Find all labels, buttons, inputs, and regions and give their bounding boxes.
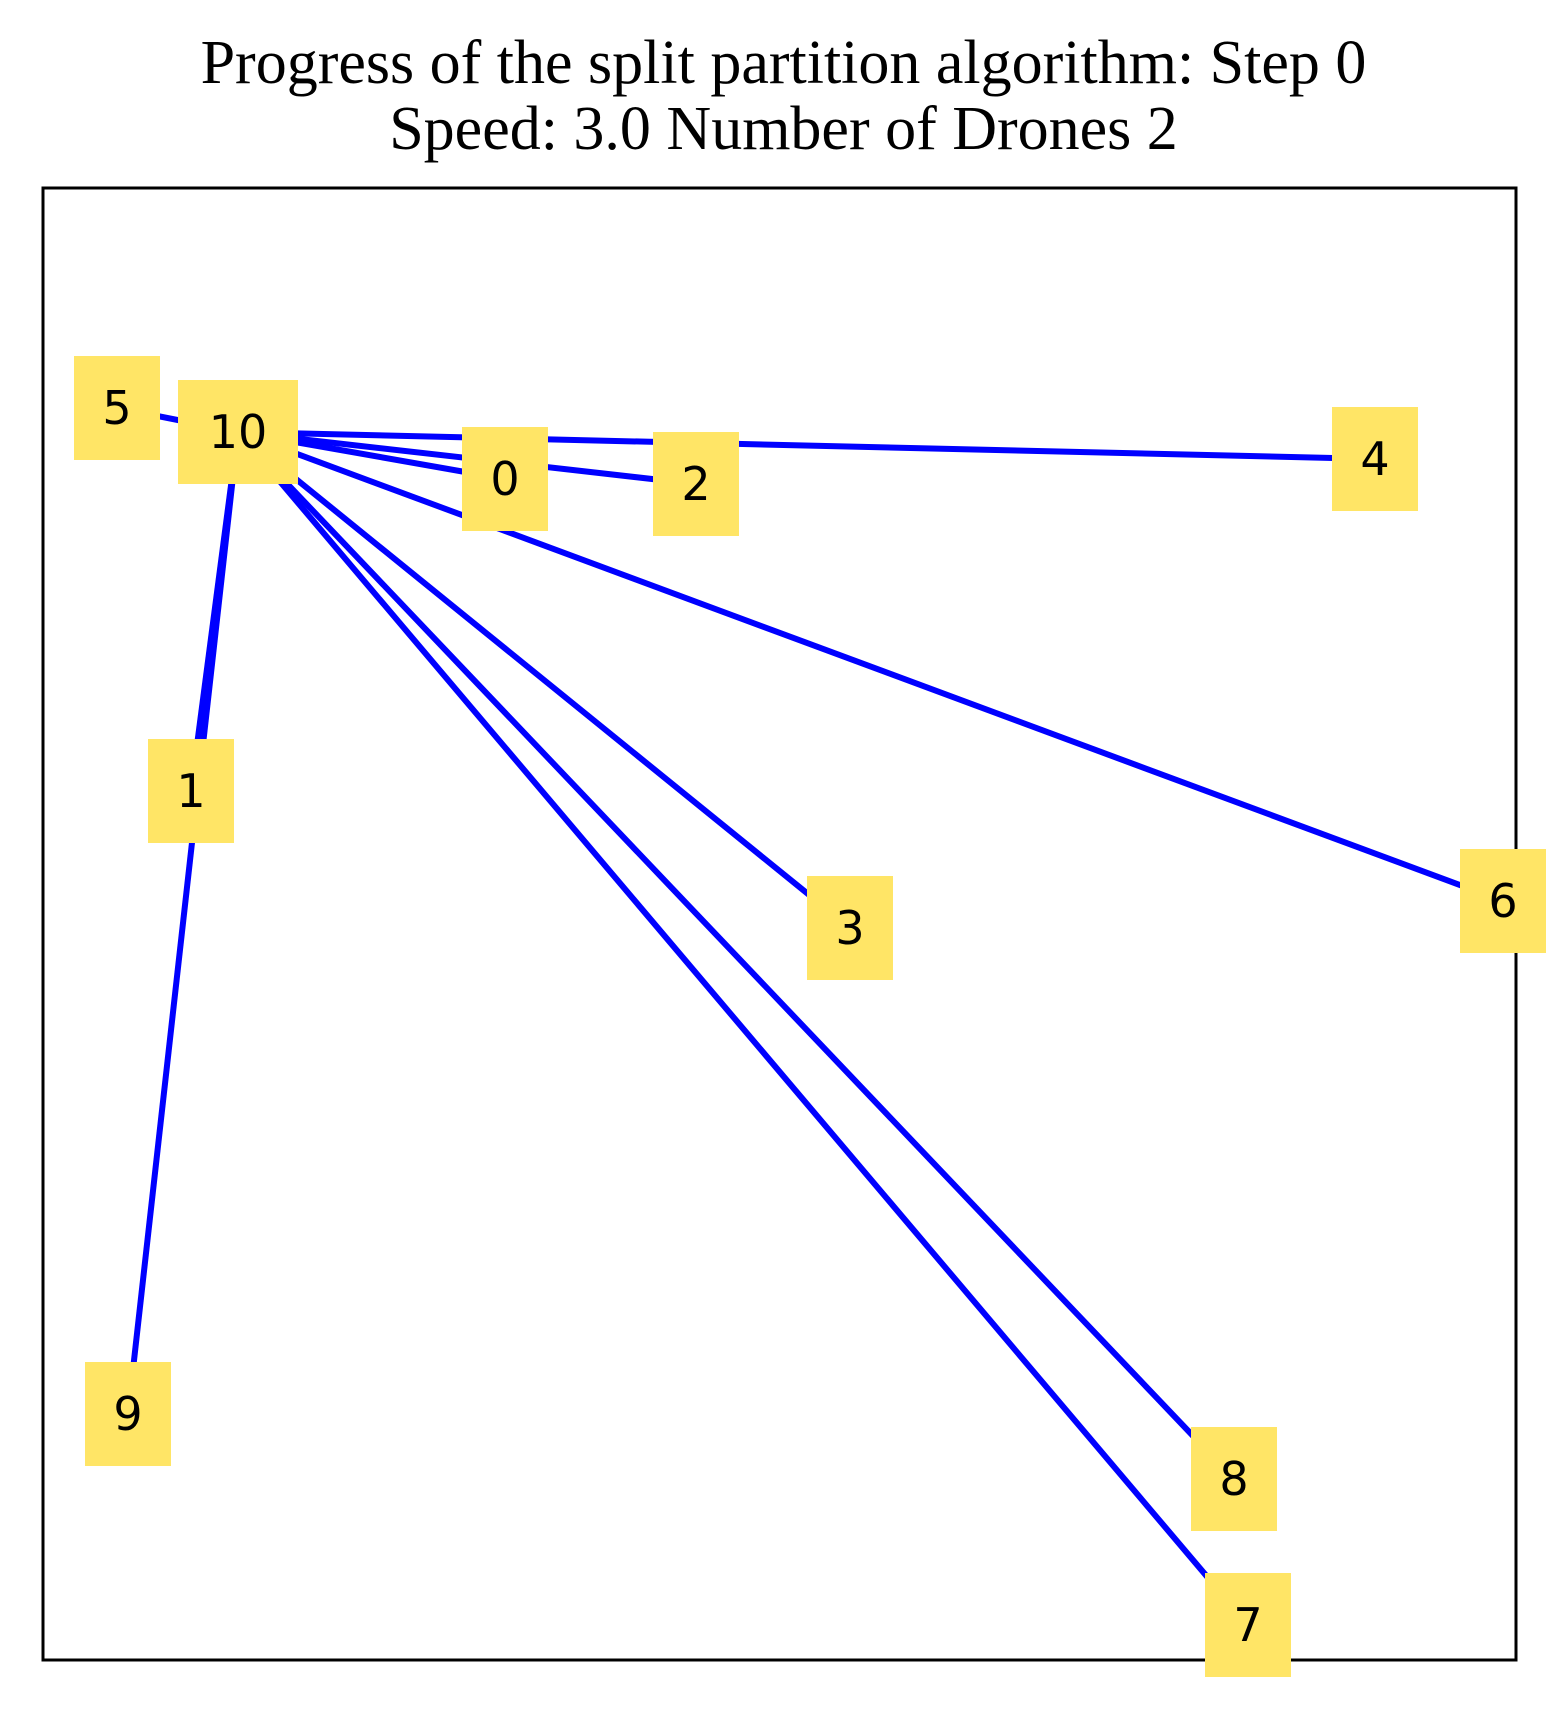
node-4: 4: [1332, 407, 1418, 511]
node-box-0: [462, 427, 548, 531]
node-box-8: [1191, 1427, 1277, 1531]
node-box-10: [178, 380, 298, 484]
nodes-layer: 0 1 2 3 4 5 6 7 8 9 10: [74, 356, 1546, 1677]
node-label-10: 10: [209, 405, 268, 459]
node-8: 8: [1191, 1427, 1277, 1531]
title-line-2: Speed: 3.0 Number of Drones 2: [389, 95, 1178, 163]
node-label-0: 0: [490, 452, 519, 506]
node-label-9: 9: [113, 1387, 142, 1441]
edge-10-9: [125, 431, 241, 1415]
node-box-9: [85, 1362, 171, 1466]
node-box-2: [653, 432, 739, 536]
node-6: 6: [1460, 849, 1546, 953]
node-label-7: 7: [1233, 1598, 1262, 1652]
node-label-1: 1: [176, 764, 205, 818]
node-10: 10: [178, 380, 298, 484]
node-0: 0: [462, 427, 548, 531]
node-5: 5: [74, 356, 160, 460]
node-label-8: 8: [1219, 1452, 1248, 1506]
node-label-4: 4: [1360, 432, 1389, 486]
node-box-7: [1205, 1573, 1291, 1677]
title-line-1: Progress of the split partition algorith…: [200, 29, 1367, 97]
edge-10-6: [236, 429, 1505, 904]
edge-10-8: [235, 429, 1237, 1482]
node-label-5: 5: [102, 381, 131, 435]
node-box-3: [807, 876, 893, 980]
node-7: 7: [1205, 1573, 1291, 1677]
node-box-1: [148, 739, 234, 843]
node-2: 2: [653, 432, 739, 536]
node-3: 3: [807, 876, 893, 980]
edge-10-7: [235, 430, 1251, 1627]
edge-10-3: [236, 429, 852, 931]
node-label-3: 3: [835, 901, 864, 955]
node-box-4: [1332, 407, 1418, 511]
edges-layer: [116, 405, 1505, 1627]
node-box-5: [74, 356, 160, 460]
node-9: 9: [85, 1362, 171, 1466]
node-box-6: [1460, 849, 1546, 953]
edge-10-4: [237, 429, 1376, 462]
node-label-6: 6: [1488, 874, 1517, 928]
diagram-title: Progress of the split partition algorith…: [0, 30, 1567, 162]
node-label-2: 2: [681, 457, 710, 511]
node-1: 1: [148, 739, 234, 843]
